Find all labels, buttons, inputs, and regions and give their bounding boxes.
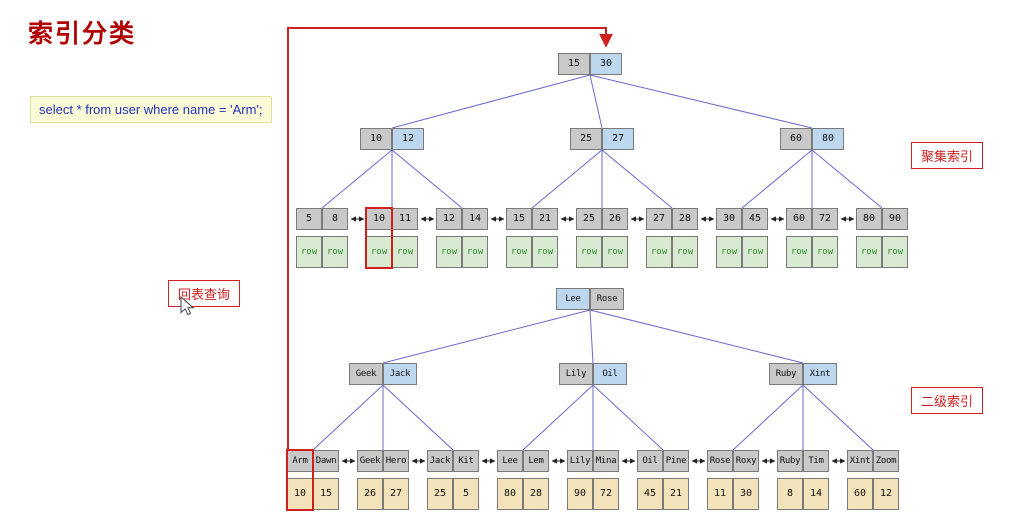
clustered-leaf-key: 27 (646, 208, 672, 230)
secondary-leaf-key: Arm (287, 450, 313, 472)
secondary-leaf-value: 25 (427, 478, 453, 510)
secondary-leaf-value: 15 (313, 478, 339, 510)
secondary-leaf-value: 26 (357, 478, 383, 510)
clustered-leaf-row: row (576, 236, 602, 268)
clustered-leaf-row: row (366, 236, 392, 268)
clustered-leaf-key: 14 (462, 208, 488, 230)
secondary-leaf-value: 30 (733, 478, 759, 510)
secondary-internal-cell: Geek (349, 363, 383, 385)
clustered-leaf-row: row (742, 236, 768, 268)
clustered-leaf-row: row (812, 236, 838, 268)
secondary-leaf-key: Kit (453, 450, 479, 472)
clustered-leaf-row: row (602, 236, 628, 268)
page-title: 索引分类 (28, 20, 137, 48)
clustered-leaf-key: 21 (532, 208, 558, 230)
secondary-leaf-key: Mina (593, 450, 619, 472)
clustered-leaf-row: row (322, 236, 348, 268)
clustered-internal-cell: 25 (570, 128, 602, 150)
secondary-leaf-value: 90 (567, 478, 593, 510)
clustered-leaf-key: 28 (672, 208, 698, 230)
clustered-leaf-row: row (786, 236, 812, 268)
secondary-leaf-key: Hero (383, 450, 409, 472)
secondary-internal-cell: Jack (383, 363, 417, 385)
secondary-leaf-key: Jack (427, 450, 453, 472)
secondary-leaf-value: 5 (453, 478, 479, 510)
clustered-leaf-key: 72 (812, 208, 838, 230)
secondary-internal-cell: Ruby (769, 363, 803, 385)
secondary-leaf-key: Roxy (733, 450, 759, 472)
secondary-leaf-key: Lee (497, 450, 523, 472)
clustered-leaf-key: 15 (506, 208, 532, 230)
clustered-internal-cell: 80 (812, 128, 844, 150)
secondary-leaf-value: 45 (637, 478, 663, 510)
clustered-leaf-row: row (392, 236, 418, 268)
secondary-internal-cell: Oil (593, 363, 627, 385)
secondary-leaf-value: 60 (847, 478, 873, 510)
secondary-leaf-value: 11 (707, 478, 733, 510)
clustered-leaf-row: row (716, 236, 742, 268)
clustered-leaf-key: 8 (322, 208, 348, 230)
secondary-root-cell: Rose (590, 288, 624, 310)
secondary-leaf-value: 28 (523, 478, 549, 510)
secondary-internal-cell: Lily (559, 363, 593, 385)
secondary-leaf-key: Lem (523, 450, 549, 472)
secondary-root-cell: Lee (556, 288, 590, 310)
secondary-leaf-value: 80 (497, 478, 523, 510)
clustered-leaf-row: row (462, 236, 488, 268)
clustered-leaf-row: row (672, 236, 698, 268)
back-to-table-label: 回表查询 (168, 280, 241, 307)
secondary-leaf-key: Rose (707, 450, 733, 472)
clustered-leaf-row: row (296, 236, 322, 268)
secondary-leaf-value: 12 (873, 478, 899, 510)
secondary-internal-cell: Xint (803, 363, 837, 385)
secondary-leaf-key: Xint (847, 450, 873, 472)
secondary-leaf-value: 27 (383, 478, 409, 510)
clustered-leaf-row: row (532, 236, 558, 268)
clustered-leaf-row: row (882, 236, 908, 268)
clustered-leaf-key: 11 (392, 208, 418, 230)
clustered-leaf-key: 60 (786, 208, 812, 230)
clustered-leaf-row: row (856, 236, 882, 268)
secondary-leaf-value: 10 (287, 478, 313, 510)
clustered-leaf-key: 30 (716, 208, 742, 230)
clustered-leaf-row: row (436, 236, 462, 268)
clustered-leaf-row: row (506, 236, 532, 268)
clustered-root-cell: 15 (558, 53, 590, 75)
secondary-leaf-key: Zoom (873, 450, 899, 472)
clustered-internal-cell: 10 (360, 128, 392, 150)
secondary-leaf-key: Dawn (313, 450, 339, 472)
secondary-leaf-key: Pine (663, 450, 689, 472)
clustered-internal-cell: 12 (392, 128, 424, 150)
clustered-leaf-row: row (646, 236, 672, 268)
secondary-leaf-key: Tim (803, 450, 829, 472)
clustered-leaf-key: 10 (366, 208, 392, 230)
clustered-index-label: 聚集索引 (911, 142, 984, 169)
secondary-leaf-key: Lily (567, 450, 593, 472)
secondary-leaf-value: 14 (803, 478, 829, 510)
secondary-index-label: 二级索引 (911, 387, 984, 414)
clustered-leaf-key: 5 (296, 208, 322, 230)
clustered-leaf-key: 80 (856, 208, 882, 230)
clustered-internal-cell: 60 (780, 128, 812, 150)
clustered-leaf-key: 26 (602, 208, 628, 230)
secondary-leaf-key: Ruby (777, 450, 803, 472)
clustered-leaf-key: 90 (882, 208, 908, 230)
sql-query: select * from user where name = 'Arm'; (30, 96, 272, 123)
secondary-leaf-value: 8 (777, 478, 803, 510)
clustered-leaf-key: 45 (742, 208, 768, 230)
clustered-internal-cell: 27 (602, 128, 634, 150)
secondary-leaf-value: 72 (593, 478, 619, 510)
clustered-root-cell: 30 (590, 53, 622, 75)
secondary-leaf-key: Oil (637, 450, 663, 472)
secondary-leaf-value: 21 (663, 478, 689, 510)
secondary-leaf-key: Geek (357, 450, 383, 472)
clustered-leaf-key: 25 (576, 208, 602, 230)
clustered-leaf-key: 12 (436, 208, 462, 230)
